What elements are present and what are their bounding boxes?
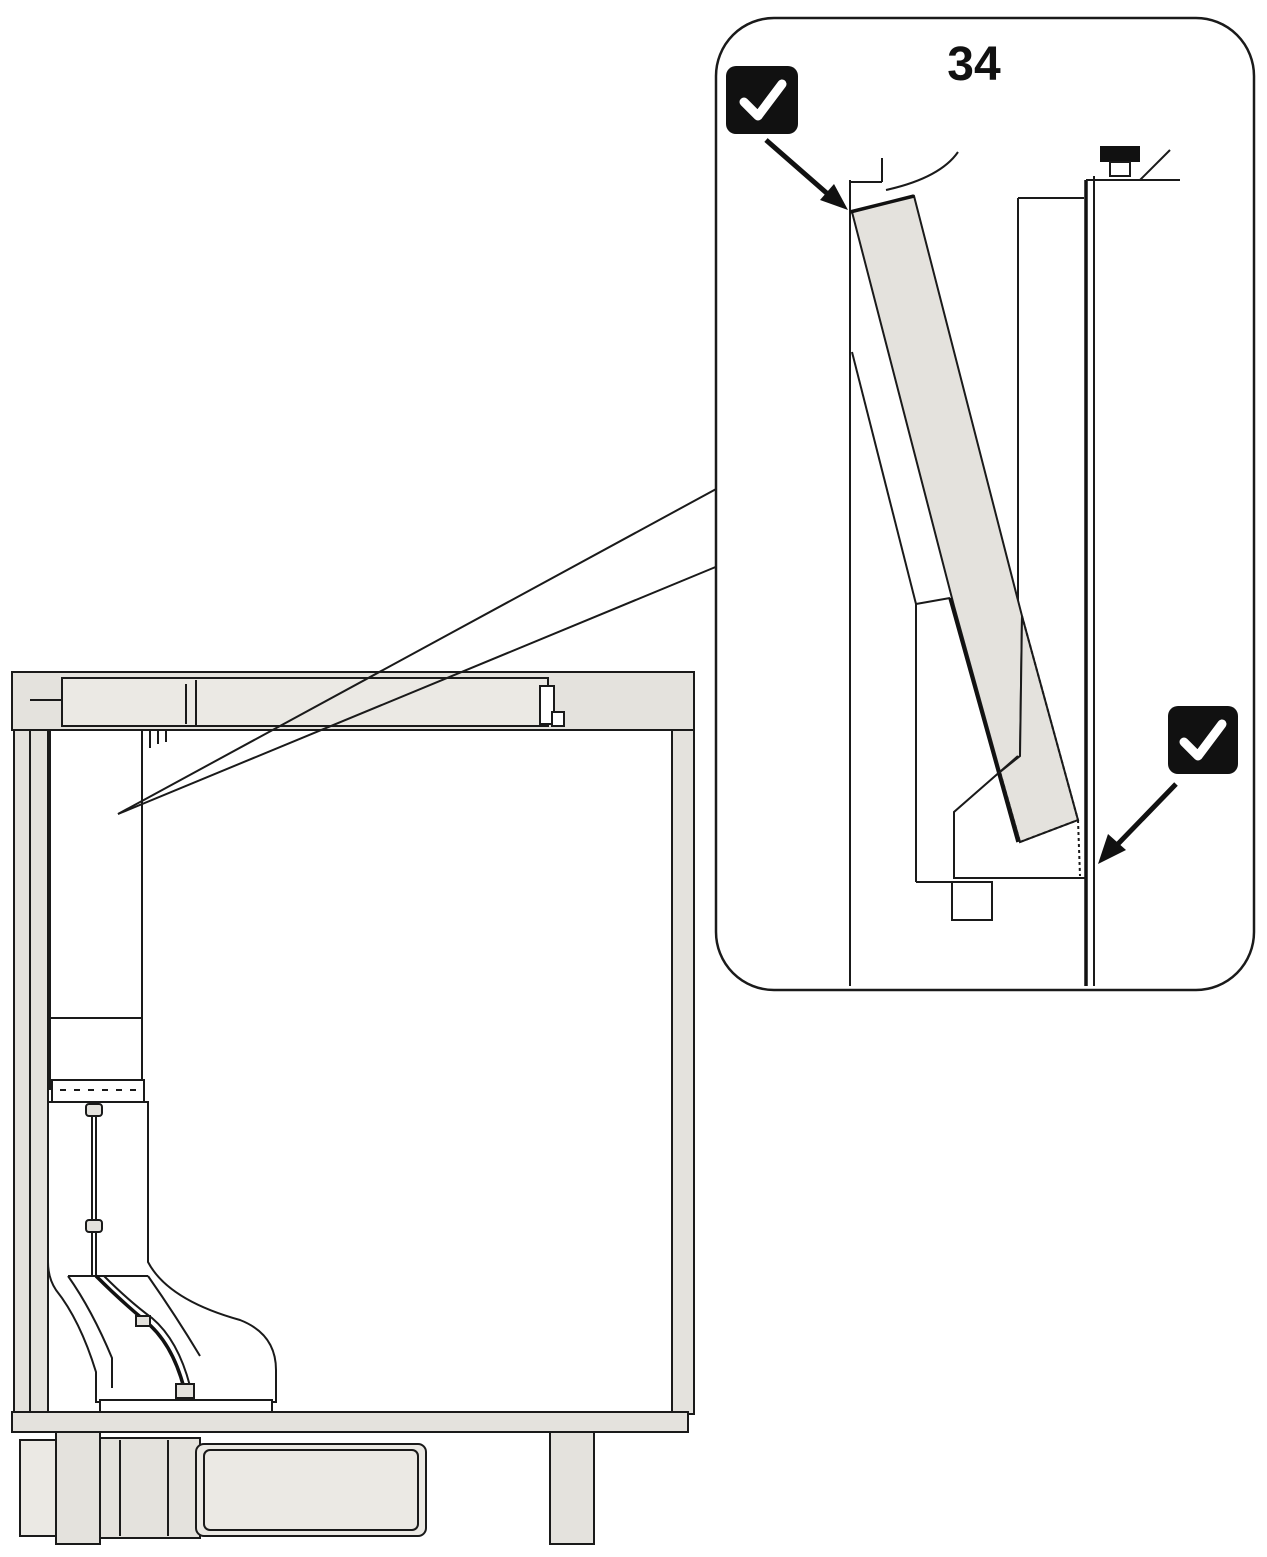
check-badge-bottom — [1098, 706, 1238, 864]
cabinet — [11, 487, 719, 1545]
check-badge-icon — [726, 66, 798, 134]
vertical-duct — [49, 730, 145, 1103]
cabinet-bottom — [11, 1411, 689, 1433]
detail-callout: 34 — [714, 16, 1256, 992]
check-badge-icon — [1168, 706, 1238, 774]
check-badge-top — [726, 66, 848, 210]
zoom-callout-lines — [117, 487, 719, 815]
cabinet-legs — [19, 1431, 595, 1545]
clip-knob — [1100, 146, 1140, 162]
drawer-box — [195, 1443, 427, 1537]
step-number: 34 — [947, 38, 1001, 91]
duct-adapter — [47, 1101, 277, 1413]
right-side-panel — [671, 729, 695, 1415]
top-rail — [61, 677, 549, 727]
